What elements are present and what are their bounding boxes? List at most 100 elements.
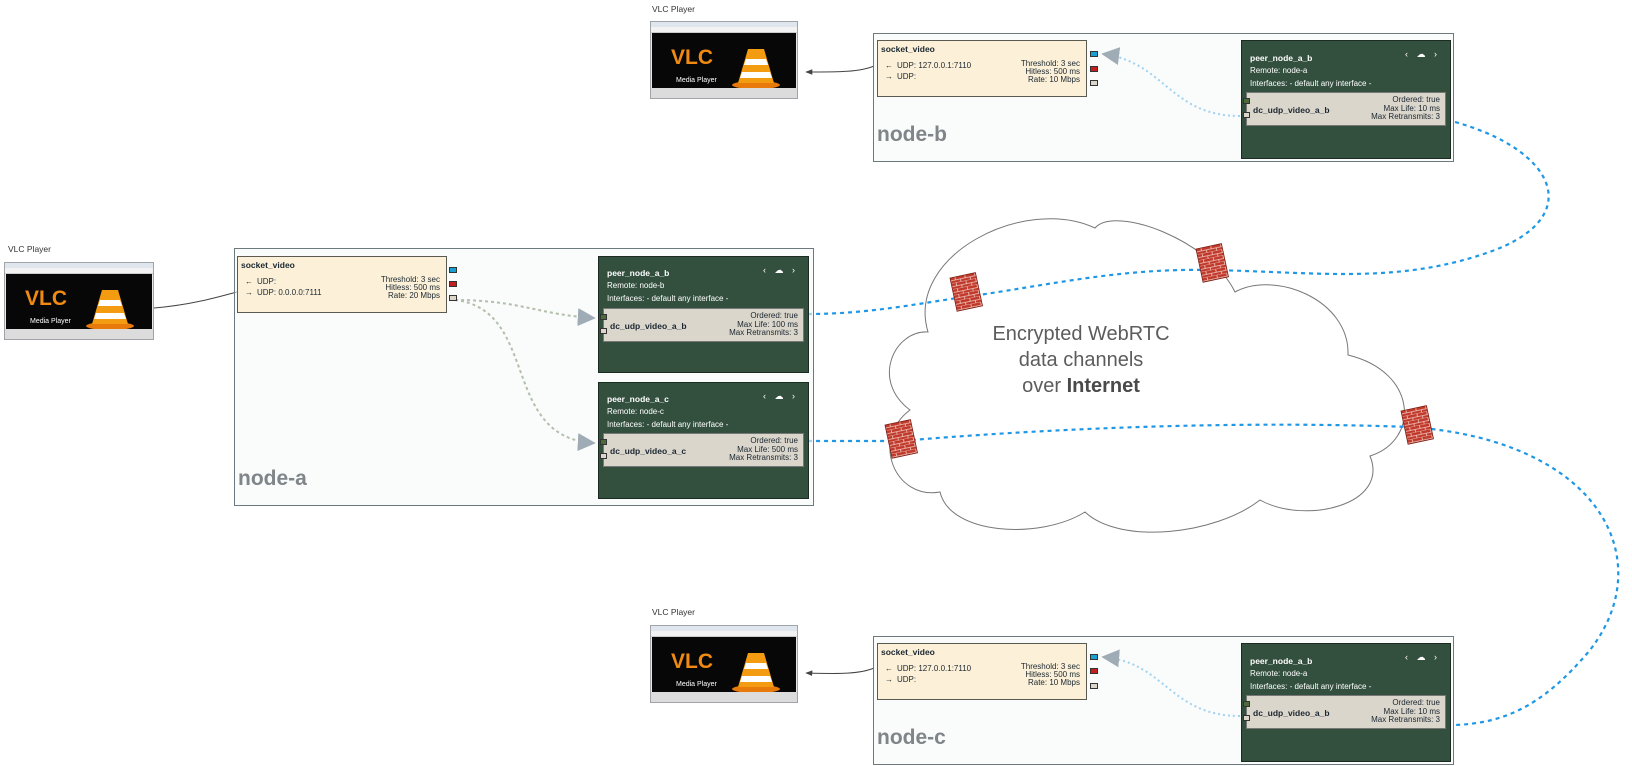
vlc-player-window[interactable]: VLC Media Player <box>4 262 154 340</box>
arrow-right-icon: → <box>245 288 253 297</box>
peer-interfaces: Interfaces: - default any interface - <box>607 420 729 429</box>
vlc-logo-text: VLC <box>671 650 713 673</box>
peer-remote: Remote: node-b <box>607 281 665 290</box>
vlc-logo-text: VLC <box>671 46 713 69</box>
socket-rate: Rate: 10 Mbps <box>1027 75 1080 84</box>
cloud-caption: Encrypted WebRTC data channels over Inte… <box>981 321 1181 399</box>
channel-params: Ordered: true Max Life: 10 ms Max Retran… <box>1371 95 1440 121</box>
peer-nav-icons[interactable]: ‹ ☁ › <box>1405 652 1440 662</box>
channel-port-out[interactable] <box>600 453 607 459</box>
internet-cloud <box>889 218 1405 533</box>
socket-port-cyan[interactable] <box>1090 51 1098 57</box>
vlc-controls[interactable] <box>651 692 797 702</box>
data-channel-card[interactable]: dc_udp_video_a_b Ordered: true Max Life:… <box>1243 695 1446 729</box>
channel-port-in[interactable] <box>600 314 607 320</box>
socket-video-card[interactable]: socket_video ←UDP: 127.0.0.1:7110 →UDP: … <box>877 40 1087 97</box>
webrtc-link-a-b <box>807 120 1550 316</box>
peer-interfaces: Interfaces: - default any interface - <box>1250 79 1372 88</box>
socket-udp-row: →UDP: <box>885 72 917 81</box>
vlc-player-caption: VLC Player <box>8 244 51 254</box>
vlc-player-window[interactable]: VLC Media Player <box>650 21 798 99</box>
vlc-a-to-socket-link <box>153 288 245 309</box>
socket-hitless: Hitless: 500 ms <box>1025 670 1080 679</box>
socket-threshold: Threshold: 3 sec <box>380 275 440 284</box>
socket-video-card[interactable]: socket_video ←UDP: 127.0.0.1:7110 →UDP: … <box>877 643 1087 700</box>
traffic-cone-icon <box>732 49 780 89</box>
peer-node-card[interactable]: peer_node_a_b ‹ ☁ › Remote: node-a Inter… <box>1241 40 1451 159</box>
traffic-cone-icon <box>732 653 780 693</box>
socket-port-grey[interactable] <box>1090 683 1098 689</box>
socket-udp-row: ←UDP: 127.0.0.1:7110 <box>885 61 972 70</box>
cloud-caption-line-1: Encrypted WebRTC <box>992 323 1170 345</box>
peer-node-card[interactable]: peer_node_a_c ‹ ☁ › Remote: node-c Inter… <box>598 382 809 499</box>
socket-port-red[interactable] <box>449 281 457 287</box>
node-label: node-b <box>877 123 947 146</box>
socket-port-grey[interactable] <box>1090 80 1098 86</box>
channel-port-out[interactable] <box>1243 112 1250 118</box>
vlc-subtitle: Media Player <box>676 77 717 84</box>
socket-hitless: Hitless: 500 ms <box>1025 67 1080 76</box>
peer-remote: Remote: node-a <box>1250 66 1308 75</box>
socket-port-cyan[interactable] <box>1090 654 1098 660</box>
arrow-left-icon: ← <box>885 61 893 70</box>
channel-params: Ordered: true Max Life: 100 ms Max Retra… <box>729 311 798 337</box>
peer-nav-icons[interactable]: ‹ ☁ › <box>763 391 798 401</box>
arrow-right-icon: → <box>885 675 893 684</box>
arrow-left-icon: ← <box>245 277 253 286</box>
peer-title: peer_node_a_b <box>607 268 670 278</box>
arrow-left-icon: ← <box>885 664 893 673</box>
socket-udp-row: →UDP: <box>885 675 917 684</box>
cloud-caption-line-3: over Internet <box>1022 375 1140 397</box>
peer-node-card[interactable]: peer_node_a_b ‹ ☁ › Remote: node-a Inter… <box>1241 643 1451 762</box>
socket-udp-row: ←UDP: 127.0.0.1:7110 <box>885 664 972 673</box>
channel-port-in[interactable] <box>600 439 607 445</box>
vlc-controls[interactable] <box>5 329 153 339</box>
socket-port-red[interactable] <box>1090 66 1098 72</box>
socket-threshold: Threshold: 3 sec <box>1020 59 1080 68</box>
data-channel-card[interactable]: dc_udp_video_a_b Ordered: true Max Life:… <box>600 308 804 342</box>
socket-title: socket_video <box>881 647 935 657</box>
socket-port-grey[interactable] <box>449 295 457 301</box>
channel-params: Ordered: true Max Life: 10 ms Max Retran… <box>1371 698 1440 724</box>
cloud-caption-line-2: data channels <box>1018 349 1144 371</box>
peer-title: peer_node_a_b <box>1250 53 1313 63</box>
vlc-video-area: VLC Media Player <box>652 33 796 89</box>
data-channel-card[interactable]: dc_udp_video_a_c Ordered: true Max Life:… <box>600 433 804 467</box>
socket-rate: Rate: 20 Mbps <box>387 291 440 300</box>
socket-port-red[interactable] <box>1090 668 1098 674</box>
socket-video-card[interactable]: socket_video ←UDP: →UDP: 0.0.0.0:7111 Th… <box>237 256 447 313</box>
socket-title: socket_video <box>881 44 935 54</box>
firewall-icon <box>949 272 983 312</box>
channel-port-out[interactable] <box>1243 715 1250 721</box>
data-channel-card[interactable]: dc_udp_video_a_b Ordered: true Max Life:… <box>1243 92 1446 126</box>
firewall-icon <box>884 419 918 459</box>
traffic-cone-icon <box>86 290 134 330</box>
vlc-subtitle: Media Player <box>676 681 717 688</box>
socket-title: socket_video <box>241 260 295 270</box>
arrow-right-icon: → <box>885 72 893 81</box>
peer-remote: Remote: node-c <box>607 407 664 416</box>
vlc-player-window[interactable]: VLC Media Player <box>650 625 798 703</box>
vlc-logo-text: VLC <box>25 287 67 310</box>
peer-title: peer_node_a_c <box>607 394 669 404</box>
channel-port-in[interactable] <box>1243 701 1250 707</box>
socket-port-cyan[interactable] <box>449 267 457 273</box>
peer-node-card[interactable]: peer_node_a_b ‹ ☁ › Remote: node-b Inter… <box>598 256 809 373</box>
peer-nav-icons[interactable]: ‹ ☁ › <box>763 265 798 275</box>
socket-to-vlc-c-link <box>805 667 875 676</box>
firewall-icon <box>1400 405 1434 445</box>
channel-name: dc_udp_video_a_b <box>1253 708 1330 718</box>
peer-nav-icons[interactable]: ‹ ☁ › <box>1405 49 1440 59</box>
node-label: node-a <box>238 467 307 490</box>
vlc-controls[interactable] <box>651 88 797 98</box>
socket-to-vlc-b-link <box>805 65 875 75</box>
socket-udp-row: →UDP: 0.0.0.0:7111 <box>245 288 322 297</box>
peer-title: peer_node_a_b <box>1250 656 1313 666</box>
channel-port-in[interactable] <box>1243 98 1250 104</box>
vlc-video-area: VLC Media Player <box>652 637 796 693</box>
firewall-icon <box>1195 243 1229 283</box>
socket-hitless: Hitless: 500 ms <box>385 283 440 292</box>
channel-port-out[interactable] <box>600 328 607 334</box>
peer-interfaces: Interfaces: - default any interface - <box>607 294 729 303</box>
